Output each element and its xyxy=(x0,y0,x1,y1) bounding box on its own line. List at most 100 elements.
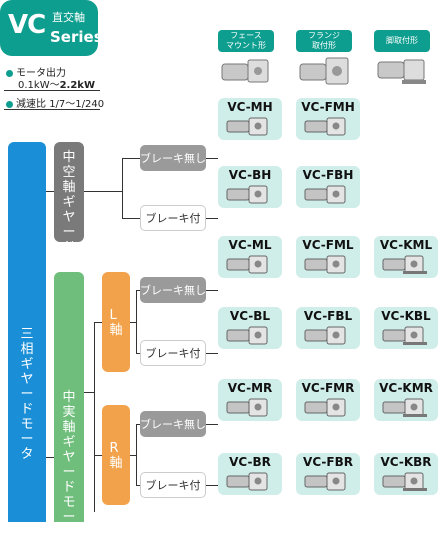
product-model-name: VC-BR xyxy=(229,455,271,469)
product-model-name: VC-FMH xyxy=(301,100,355,114)
product-card-vc-bl: VC-BL xyxy=(218,307,282,349)
product-model-name: VC-FBH xyxy=(302,168,354,182)
connector xyxy=(206,485,218,486)
product-model-name: VC-BH xyxy=(228,168,272,182)
geared-motor-icon xyxy=(304,398,346,417)
product-model-name: VC-FML xyxy=(302,238,354,252)
connector xyxy=(206,158,218,159)
connector xyxy=(130,322,136,323)
connector xyxy=(136,290,137,354)
product-model-name: VC-KML xyxy=(379,238,433,252)
motor-output-label: モータ出力 xyxy=(16,68,66,79)
connector xyxy=(136,290,140,291)
motor-output-label-row: モータ出力 xyxy=(6,64,66,79)
product-card-vc-fbh: VC-FBH xyxy=(296,166,360,208)
product-model-name: VC-MH xyxy=(227,100,273,114)
bullet-icon xyxy=(6,69,13,77)
connector xyxy=(122,158,123,218)
category-main-label: 三相ギヤードモータ xyxy=(20,327,34,462)
product-card-vc-fmh: VC-FMH xyxy=(296,98,360,140)
category-hollow-shaft: 中空軸ギヤードモータ xyxy=(54,142,84,300)
reduction-label: 減速比 xyxy=(16,99,46,110)
geared-motor-icon xyxy=(226,185,268,204)
connector xyxy=(130,455,136,456)
connector xyxy=(206,424,218,425)
mount-face-label-1: フェース xyxy=(230,31,262,40)
product-model-name: VC-MR xyxy=(227,381,273,395)
product-model-name: VC-FBL xyxy=(303,309,353,323)
connector xyxy=(206,353,218,354)
bullet-icon xyxy=(6,100,13,108)
brake-without-r: ブレーキ無し xyxy=(140,411,206,437)
connector xyxy=(206,290,218,291)
product-card-vc-kml: VC-KML xyxy=(374,236,438,278)
connector xyxy=(94,455,102,456)
geared-motor-icon xyxy=(304,117,346,136)
connector xyxy=(94,322,102,323)
reduction-ratio: 減速比 1/7〜1/240 xyxy=(6,95,104,110)
product-card-vc-kbr: VC-KBR xyxy=(374,453,438,495)
mount-flange-label-2: 取付形 xyxy=(312,41,336,50)
geared-motor-icon xyxy=(382,472,427,491)
connector xyxy=(136,424,140,425)
foot-mount-motor-icon xyxy=(377,59,426,84)
connector xyxy=(136,353,140,354)
connector xyxy=(136,424,137,486)
product-model-name: VC-KMR xyxy=(379,381,433,395)
geared-motor-icon xyxy=(382,398,427,417)
product-card-vc-mr: VC-MR xyxy=(218,379,282,421)
geared-motor-icon xyxy=(226,398,268,417)
connector xyxy=(206,218,218,219)
flange-mount-motor-icon xyxy=(299,57,349,85)
geared-motor-icon xyxy=(304,326,346,345)
geared-motor-icon xyxy=(226,326,268,345)
product-model-name: VC-KBL xyxy=(381,309,431,323)
mount-face-label-2: マウント形 xyxy=(226,41,266,50)
geared-motor-icon xyxy=(304,255,346,274)
connector xyxy=(84,392,94,393)
mount-flange-label-1: フランジ xyxy=(308,31,340,40)
category-solid-shaft: 中実軸ギヤードモータ xyxy=(54,272,84,540)
geared-motor-icon xyxy=(382,255,427,274)
divider xyxy=(4,90,100,91)
motor-output-min: 0.1kW〜 xyxy=(18,80,60,91)
brand-logo: VC xyxy=(8,10,46,40)
geared-motor-icon xyxy=(382,326,427,345)
reduction-range: 1/7〜1/240 xyxy=(49,99,105,110)
series-badge: VC 直交軸 Series xyxy=(0,0,103,56)
product-model-name: VC-ML xyxy=(228,238,272,252)
connector xyxy=(46,191,54,192)
brake-without-l: ブレーキ無し xyxy=(140,277,206,303)
product-model-name: VC-KBR xyxy=(380,455,432,469)
connector xyxy=(46,457,54,458)
product-model-name: VC-BL xyxy=(229,309,271,323)
brake-with-l: ブレーキ付 xyxy=(140,340,206,366)
product-card-vc-bh: VC-BH xyxy=(218,166,282,208)
connector xyxy=(94,322,95,512)
product-model-name: VC-FMR xyxy=(301,381,355,395)
product-card-vc-br: VC-BR xyxy=(218,453,282,495)
product-model-name: VC-FBR xyxy=(303,455,353,469)
brake-with-r: ブレーキ付 xyxy=(140,472,206,498)
brake-without-hollow: ブレーキ無し xyxy=(140,145,206,171)
geared-motor-icon xyxy=(226,472,268,491)
mount-foot: 脚取付形 xyxy=(374,30,430,92)
category-solid-label: 中実軸ギヤードモータ xyxy=(62,390,76,540)
geared-motor-icon xyxy=(304,185,346,204)
product-card-vc-fbr: VC-FBR xyxy=(296,453,360,495)
connector xyxy=(122,218,140,219)
connector xyxy=(84,191,122,192)
series-label: Series xyxy=(50,28,103,46)
face-mount-motor-icon xyxy=(221,59,269,83)
product-card-vc-fml: VC-FML xyxy=(296,236,360,278)
product-card-vc-ml: VC-ML xyxy=(218,236,282,278)
product-card-vc-kmr: VC-KMR xyxy=(374,379,438,421)
connector xyxy=(136,485,140,486)
brake-with-hollow: ブレーキ付 xyxy=(140,205,206,231)
product-card-vc-mh: VC-MH xyxy=(218,98,282,140)
divider xyxy=(4,109,100,110)
geared-motor-icon xyxy=(304,472,346,491)
geared-motor-icon xyxy=(226,117,268,136)
